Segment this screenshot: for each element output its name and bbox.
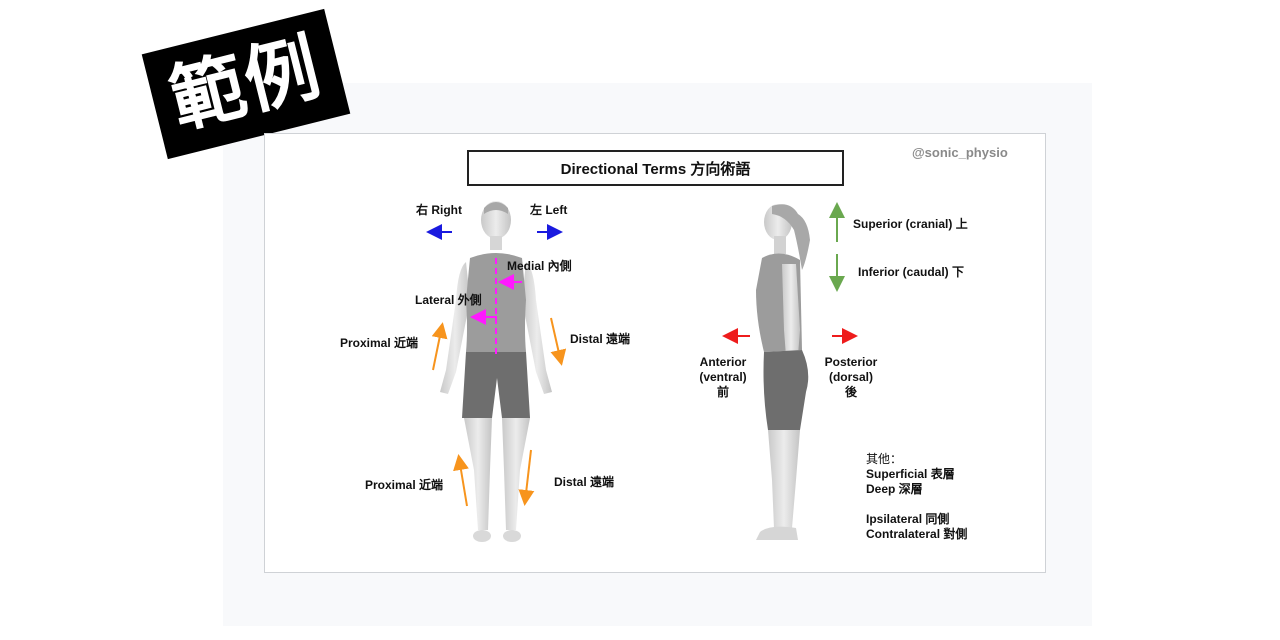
label-distal-upper: Distal 遠端 [570,332,631,346]
term-ipsilateral: Ipsilateral 同側 [866,512,950,526]
term-superficial: Superficial 表層 [866,467,955,481]
diagram-title: Directional Terms 方向術語 [467,150,844,186]
label-left: 左 Left [530,203,568,217]
label-medial: Medial 內側 [507,259,572,273]
diagram-card [264,133,1046,573]
label-lateral: Lateral 外側 [415,293,482,307]
label-superior: Superior (cranial) 上 [853,217,968,231]
stamp-text: 範例 [161,23,331,145]
label-anterior: Anterior (ventral) 前 [699,355,747,399]
label-right: 右 Right [416,203,462,217]
label-proximal-lower: Proximal 近端 [365,478,444,492]
other-terms: 其他： Superficial 表層 Deep 深層 Ipsilateral 同… [866,452,967,542]
label-distal-lower: Distal 遠端 [554,475,615,489]
term-contralateral: Contralateral 對側 [866,527,968,541]
label-inferior: Inferior (caudal) 下 [858,265,965,279]
other-terms-heading: 其他： [866,452,903,466]
label-posterior: Posterior (dorsal) 後 [824,355,878,399]
label-proximal-upper: Proximal 近端 [340,336,419,350]
author-handle: @sonic_physio [912,145,1008,160]
term-deep: Deep 深層 [866,482,923,496]
spacer [866,497,967,512]
